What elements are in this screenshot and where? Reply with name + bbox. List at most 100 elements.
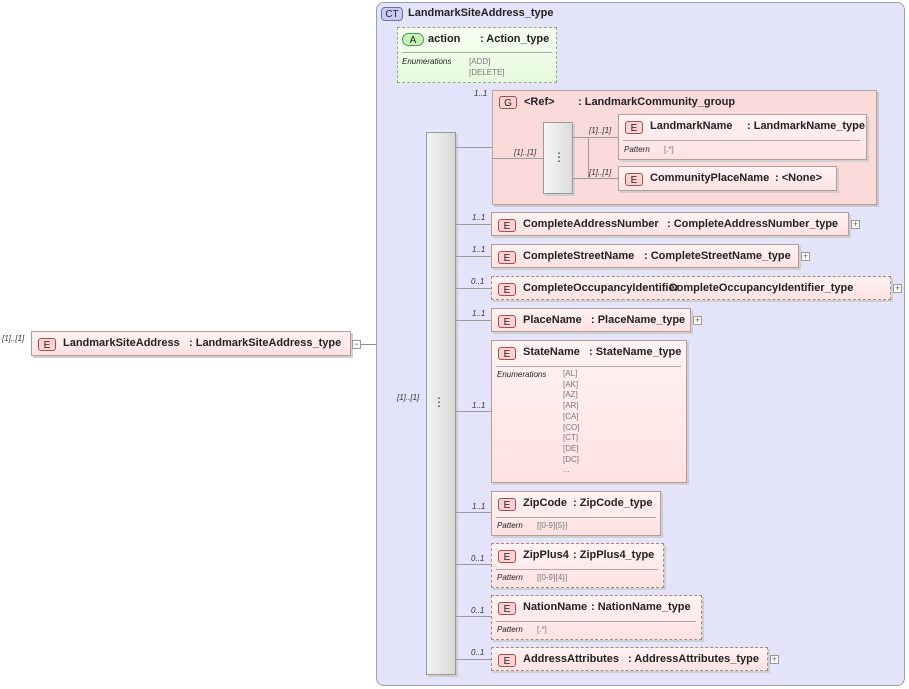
element-badge: E — [625, 173, 643, 186]
el-connector — [456, 288, 492, 289]
element-badge: E — [498, 347, 516, 360]
group-connector — [456, 147, 492, 148]
attribute-name: action — [428, 33, 461, 45]
element-name: StateName — [523, 346, 580, 358]
ge-connector-1 — [573, 137, 618, 138]
root-type: : LandmarkSiteAddress_type — [189, 337, 342, 349]
element-address-attributes[interactable]: E AddressAttributes : AddressAttributes_… — [491, 647, 768, 671]
element-cardinality: 1..1 — [472, 245, 486, 254]
element-cardinality: 0..1 — [471, 606, 485, 615]
element-type: : StateName_type — [589, 346, 682, 358]
root-element[interactable]: E LandmarkSiteAddress : LandmarkSiteAddr… — [31, 331, 351, 356]
element-name: NationName — [523, 601, 588, 613]
element-name: CompleteOccupancyIdentifier — [523, 282, 679, 294]
element-facet-label: Pattern — [497, 625, 523, 634]
element-complete-street-name[interactable]: E CompleteStreetName : CompleteStreetNam… — [491, 244, 799, 268]
el-connector — [456, 564, 492, 565]
el-connector — [456, 224, 492, 225]
element-name: CompleteAddressNumber — [523, 218, 659, 230]
element-cardinality: 1..1 — [472, 502, 486, 511]
element-name: PlaceName — [523, 314, 582, 326]
sequence-icon: ⋮ — [433, 395, 445, 409]
element-badge: E — [498, 283, 516, 296]
element-type: : CompleteAddressNumber_type — [667, 218, 839, 230]
element-badge: E — [498, 602, 516, 615]
element-badge: E — [498, 315, 516, 328]
el-connector — [456, 320, 492, 321]
element-badge: E — [498, 654, 516, 667]
element-cardinality: 0..1 — [471, 554, 485, 563]
element-badge: E — [498, 498, 516, 511]
element-type: : ZipPlus4_type — [573, 549, 655, 561]
root-badge: E — [38, 338, 56, 351]
element-cardinality: 1..1 — [472, 309, 486, 318]
group-cardinality: 1..1 — [474, 89, 488, 98]
ge-connector-2 — [573, 178, 618, 179]
element-badge: E — [498, 251, 516, 264]
expand-icon[interactable]: + — [893, 283, 902, 293]
element-name: LandmarkName — [650, 120, 733, 132]
element-cardinality: 1..1 — [472, 401, 486, 410]
element-type: : <None> — [775, 172, 823, 184]
element-facet-value: [.*] — [537, 625, 547, 634]
group-sequence-compositor[interactable]: ⋮ — [543, 122, 573, 194]
attribute-action-box[interactable]: A action : Action_type Enumerations [ADD… — [397, 27, 557, 83]
element-name: ZipPlus4 — [523, 549, 569, 561]
element-name: AddressAttributes — [523, 653, 619, 665]
group-name: <Ref> — [524, 96, 555, 108]
attribute-badge: A — [402, 33, 424, 46]
ge-connector-v — [588, 137, 589, 178]
el-connector — [456, 512, 492, 513]
attribute-facet-values: [ADD] [DELETE] — [469, 57, 505, 77]
element-state-name[interactable]: E StateName : StateName_type Enumeration… — [491, 340, 687, 483]
group-seq-connector — [492, 158, 543, 159]
attribute-separator — [402, 52, 552, 53]
root-name: LandmarkSiteAddress — [63, 337, 180, 349]
el-connector — [456, 659, 492, 660]
element-separator — [496, 569, 658, 570]
element-facet-value: [[0-9]{4}] — [537, 573, 568, 582]
complex-type-badge: CT — [381, 7, 403, 21]
element-nation-name[interactable]: E NationName : NationName_type Pattern [… — [491, 595, 702, 640]
element-separator — [496, 621, 696, 622]
element-complete-occupancy-identifier[interactable]: E CompleteOccupancyIdentifier : Complete… — [491, 276, 891, 300]
element-place-name[interactable]: E PlaceName : PlaceName_type — [491, 308, 691, 332]
element-facet-label: Pattern — [497, 521, 523, 530]
el-connector — [456, 256, 492, 257]
expand-icon[interactable]: + — [770, 654, 779, 664]
element-zip-code[interactable]: E ZipCode : ZipCode_type Pattern [[0-9]{… — [491, 491, 661, 536]
el-connector — [456, 616, 492, 617]
group-element-community-place-name[interactable]: E CommunityPlaceName : <None> — [618, 166, 837, 191]
root-collapse-icon[interactable]: − — [352, 339, 361, 349]
element-cardinality: 0..1 — [471, 648, 485, 657]
element-badge: E — [498, 219, 516, 232]
element-zip-plus-4[interactable]: E ZipPlus4 : ZipPlus4_type Pattern [[0-9… — [491, 543, 664, 588]
element-type: : AddressAttributes_type — [628, 653, 760, 665]
group-element-landmark-name[interactable]: E LandmarkName : LandmarkName_type Patte… — [618, 114, 867, 160]
element-facet-label: Enumerations — [497, 370, 547, 379]
element-type: : ZipCode_type — [573, 497, 653, 509]
element-complete-address-number[interactable]: E CompleteAddressNumber : CompleteAddres… — [491, 212, 849, 236]
group-badge: G — [499, 96, 517, 109]
element-facet-label: Pattern — [624, 145, 650, 154]
group-element-cardinality: [1]..[1] — [589, 168, 612, 177]
element-facet-label: Pattern — [497, 573, 523, 582]
element-separator — [623, 140, 860, 141]
expand-icon[interactable]: + — [693, 315, 702, 325]
attribute-type: : Action_type — [480, 33, 550, 45]
expand-icon[interactable]: + — [801, 251, 810, 261]
expand-icon[interactable]: + — [851, 219, 860, 229]
element-type: : LandmarkName_type — [747, 120, 865, 132]
root-connector — [352, 344, 386, 345]
sequence-cardinality: [1]..[1] — [397, 393, 420, 402]
element-cardinality: 1..1 — [472, 213, 486, 222]
element-separator — [496, 366, 681, 367]
sequence-compositor[interactable]: ⋮ — [426, 132, 456, 675]
element-name: CommunityPlaceName — [650, 172, 770, 184]
group-seq-cardinality: [1]..[1] — [514, 148, 537, 157]
element-cardinality: 0..1 — [471, 277, 485, 286]
element-facet-value: [.*] — [664, 145, 674, 154]
element-facet-value: [AL] [AK] [AZ] [AR] [CA] [CO] [CT] [DE] … — [563, 369, 580, 475]
group-element-cardinality: [1]..[1] — [589, 126, 612, 135]
group-sequence-icon: ⋮ — [553, 150, 565, 164]
